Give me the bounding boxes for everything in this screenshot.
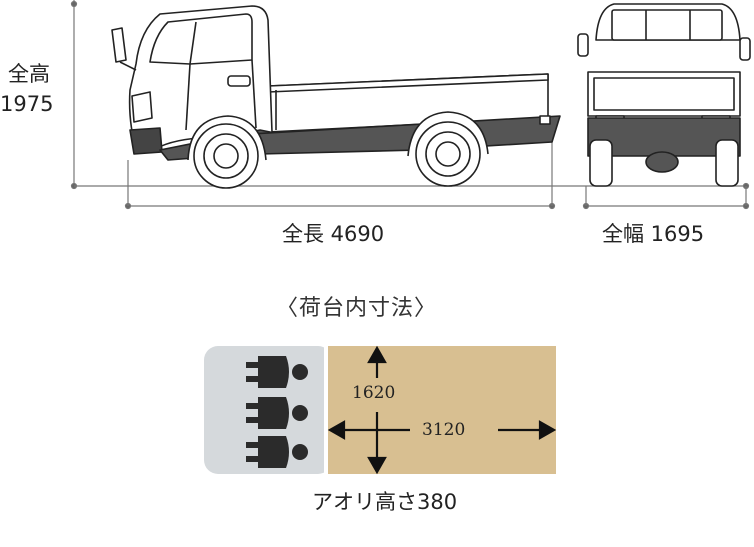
bed-width-arrow [367, 345, 387, 475]
cargo-bed-area [326, 346, 556, 474]
height-label: 全高 [8, 62, 50, 86]
seat-icon [246, 397, 308, 429]
cargo-heading: 〈荷台内寸法〉 [276, 296, 438, 321]
bed-length-value: 3120 [422, 420, 466, 440]
truck-side-view [111, 5, 561, 189]
seat-icon [246, 436, 308, 468]
height-value: 1975 [0, 92, 54, 116]
seat-icons [246, 356, 308, 468]
length-label: 全長 4690 [282, 222, 385, 246]
bed-length-arrow [327, 420, 557, 440]
bed-width-value: 1620 [352, 383, 396, 403]
seat-icon [246, 356, 308, 388]
cargo-plan [204, 345, 557, 475]
width-label: 全幅 1695 [602, 222, 705, 246]
gate-height-label: アオリ高さ380 [312, 490, 458, 514]
dimension-lines [70, 0, 750, 210]
truck-rear-view [577, 3, 751, 187]
